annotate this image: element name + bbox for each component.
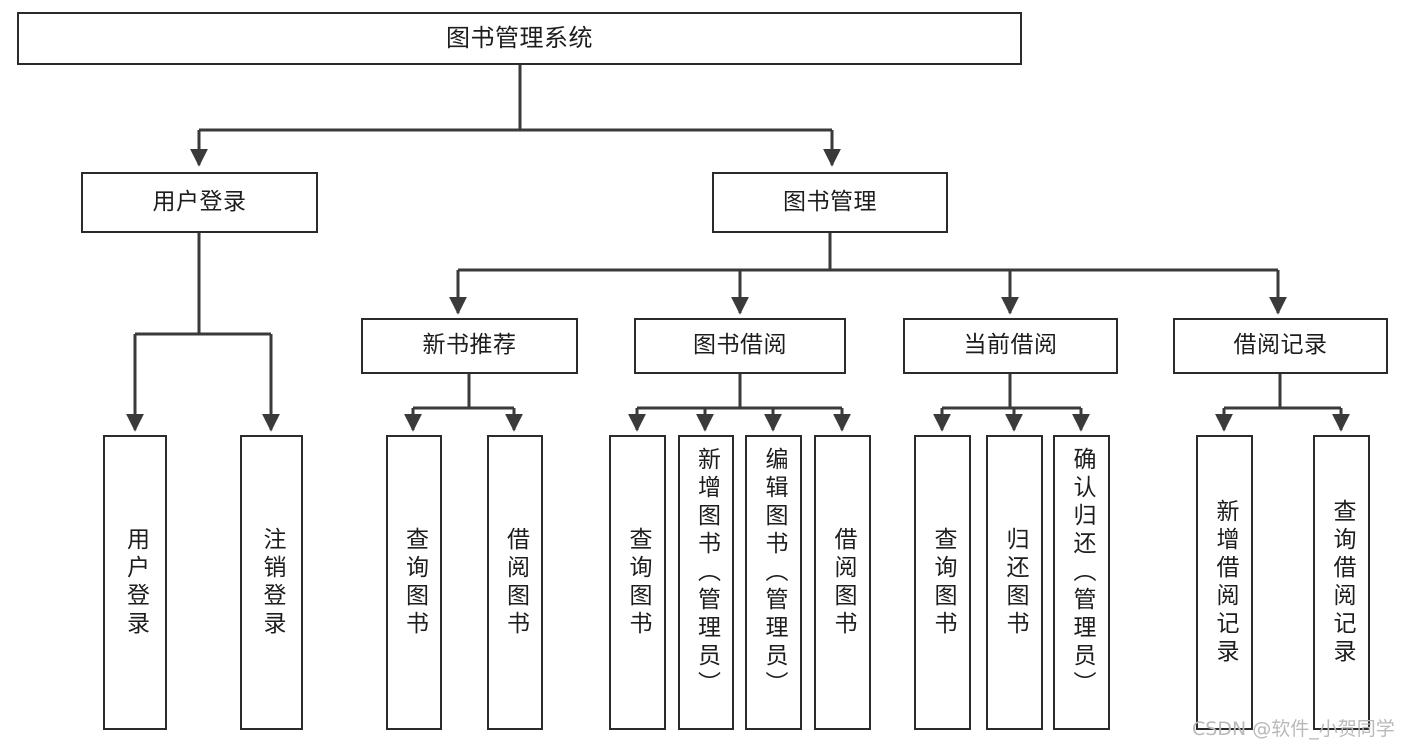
node-root-system[interactable]: 图书管理系统 [17,12,1022,65]
leaf-user-login[interactable]: 用户登录 [103,435,167,730]
leaf-query-book[interactable]: 查询图书 [609,435,666,730]
node-label: 查询图书 [401,526,428,639]
node-label: 用户登录 [152,188,247,215]
node-label: 当前借阅 [963,332,1058,359]
node-label: 确认归还（管理员） [1069,447,1095,699]
node-label: 编辑图书（管理员） [761,447,787,699]
leaf-query-book-current[interactable]: 查询图书 [914,435,971,730]
leaf-add-borrow-record[interactable]: 新增借阅记录 [1196,435,1253,730]
node-label: 用户登录 [122,526,149,639]
node-label: 查询借阅记录 [1329,498,1355,667]
node-label: 借阅图书 [830,526,856,639]
node-label: 注销登录 [259,526,285,639]
leaf-edit-book-admin[interactable]: 编辑图书（管理员） [745,435,802,730]
node-current-borrow[interactable]: 当前借阅 [903,318,1118,374]
leaf-borrow-book[interactable]: 借阅图书 [814,435,871,730]
node-label: 借阅图书 [502,526,529,639]
node-label: 查询图书 [930,526,956,639]
node-label: 图书管理 [783,188,877,215]
node-user-login[interactable]: 用户登录 [81,172,318,233]
node-label: 新增图书（管理员） [693,447,720,699]
node-label: 新增借阅记录 [1212,498,1238,667]
node-label: 图书借阅 [693,332,787,359]
node-book-manage[interactable]: 图书管理 [712,172,948,233]
node-new-book-recommend[interactable]: 新书推荐 [361,318,578,374]
node-label: 借阅记录 [1233,332,1328,359]
node-label: 归还图书 [1002,526,1028,639]
node-label: 图书管理系统 [446,24,593,53]
node-book-borrow[interactable]: 图书借阅 [634,318,846,374]
leaf-add-book-admin[interactable]: 新增图书（管理员） [678,435,734,730]
leaf-query-borrow-record[interactable]: 查询借阅记录 [1313,435,1370,730]
csdn-watermark: CSDN @软件_小贺同学 [1192,718,1395,740]
leaf-query-book-rec[interactable]: 查询图书 [386,435,442,730]
leaf-return-book[interactable]: 归还图书 [986,435,1043,730]
node-borrow-record[interactable]: 借阅记录 [1173,318,1388,374]
node-label: 查询图书 [625,526,651,639]
node-label: 新书推荐 [422,332,517,359]
leaf-user-logout[interactable]: 注销登录 [240,435,303,730]
leaf-borrow-book-rec[interactable]: 借阅图书 [487,435,543,730]
leaf-confirm-return-admin[interactable]: 确认归还（管理员） [1053,435,1110,730]
